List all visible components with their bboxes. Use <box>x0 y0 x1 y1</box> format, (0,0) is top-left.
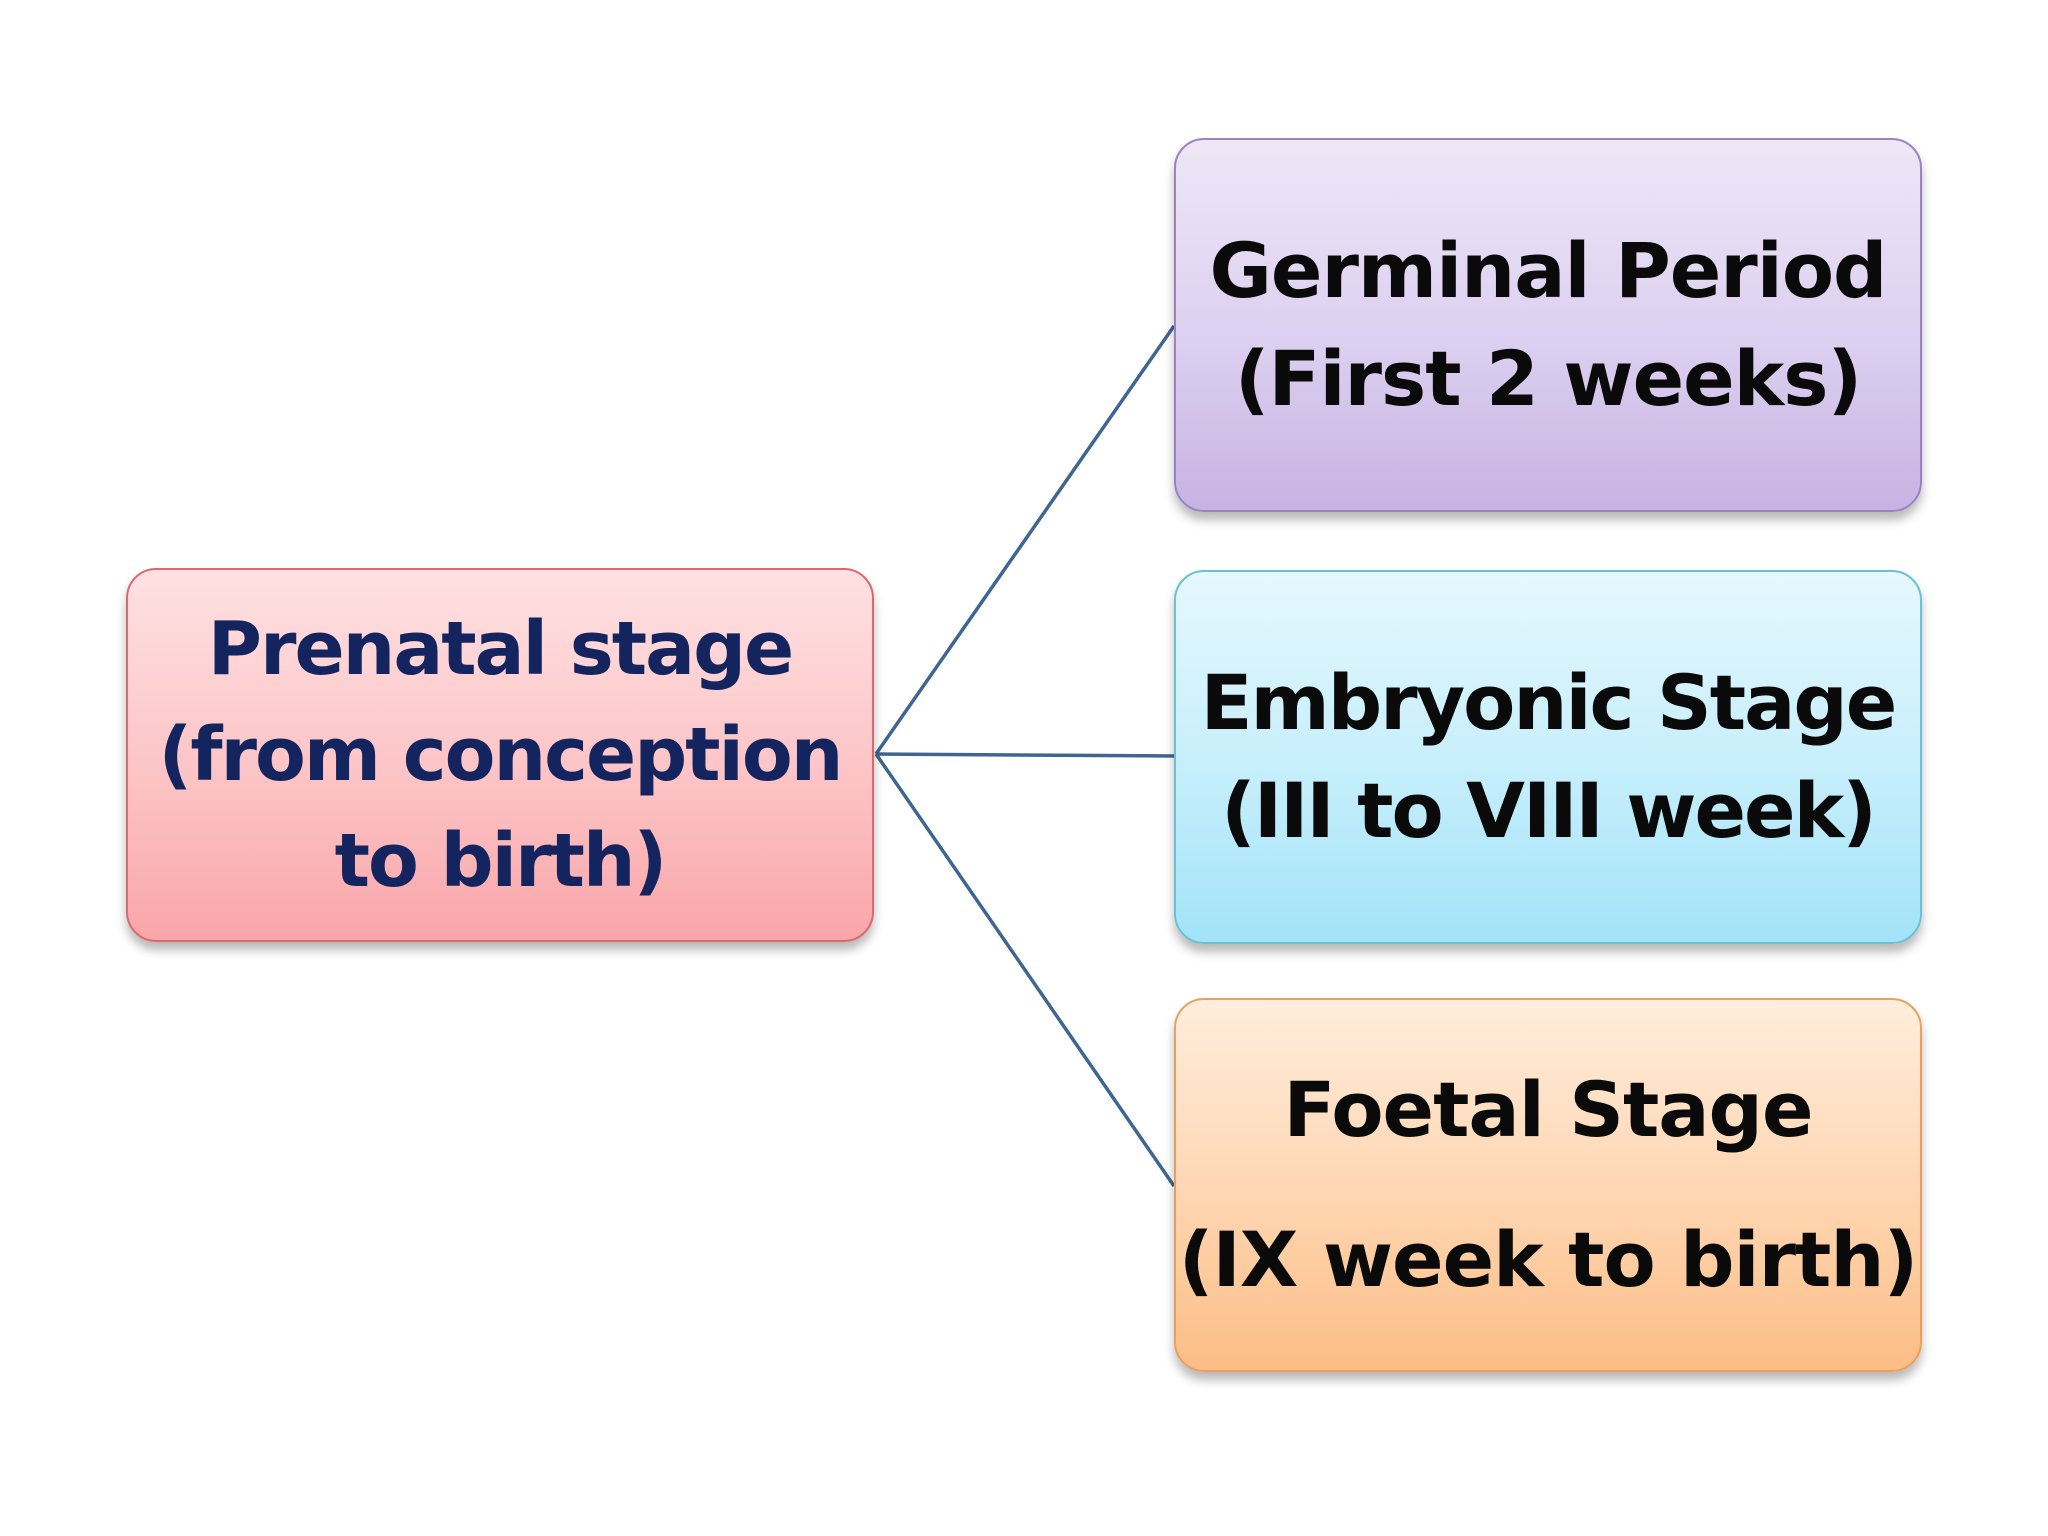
germinal-period-title: Germinal Period <box>1209 226 1888 315</box>
germinal-period-box: Germinal Period (First 2 weeks) <box>1174 138 1922 512</box>
foetal-stage-box: Foetal Stage (IX week to birth) <box>1174 998 1922 1372</box>
connector-germinal <box>874 325 1176 755</box>
prenatal-stage-line-3: to birth) <box>334 818 668 904</box>
embryonic-stage-duration: (III to VIII week) <box>1221 766 1877 855</box>
embryonic-stage-box: Embryonic Stage (III to VIII week) <box>1174 570 1922 944</box>
prenatal-stage-box: Prenatal stage (from conception to birth… <box>126 568 874 942</box>
foetal-stage-title: Foetal Stage <box>1283 1065 1813 1154</box>
connector-embryonic <box>875 752 1175 758</box>
foetal-stage-duration: (IX week to birth) <box>1178 1215 1918 1304</box>
prenatal-stage-line-2: (from conception <box>158 712 844 798</box>
connector-foetal <box>874 753 1176 1187</box>
germinal-period-duration: (First 2 weeks) <box>1234 334 1862 423</box>
prenatal-stage-line-1: Prenatal stage <box>207 606 794 692</box>
embryonic-stage-title: Embryonic Stage <box>1200 658 1898 747</box>
